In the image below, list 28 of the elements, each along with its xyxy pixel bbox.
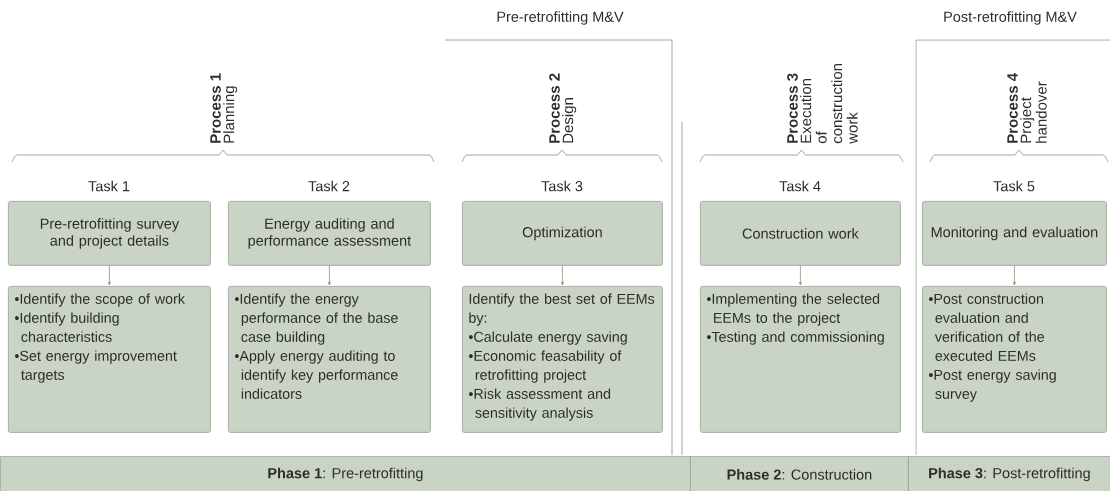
task-box: Construction work (700, 201, 901, 266)
phase-band: Phase 2: Construction (690, 456, 909, 491)
task-box: Pre-retrofitting survey and project details (8, 201, 211, 266)
process-name: Design (562, 98, 577, 143)
bullet-list-box: •Identify the energy performance of the base case building •Apply energy auditing to identify key performance indicators (228, 286, 431, 433)
arrow (798, 265, 802, 286)
arrow (1012, 265, 1016, 286)
bullet-list-box: •Identify the scope of work •Identify building characteristics •Set energy improvement targets (8, 286, 211, 433)
process-name: Project handover (1020, 81, 1047, 143)
process-label: Process 1 (210, 73, 221, 143)
task-box: Monitoring and evaluation (922, 201, 1107, 266)
arrow (327, 265, 331, 286)
bullet-list-box: •Post construction evaluation and verification of the executed EEMs •Post energy saving survey (922, 286, 1107, 433)
process-label: Process 4 (1007, 73, 1018, 143)
task-box: Optimization (462, 201, 663, 266)
process-label: Process 2 (549, 73, 560, 143)
node-label: Phase 3: Post-retrofitting (929, 467, 1090, 482)
process-name: Execution of construction work (800, 63, 858, 144)
section-label: Post-retrofitting M&V (944, 11, 1077, 25)
bullet-list-box: •Implementing the selected EEMs to the project •Testing and commissioning (700, 286, 901, 433)
process-label: Process 3 (787, 73, 798, 143)
section-label: Pre-retrofitting M&V (497, 11, 624, 25)
task-box: Energy auditing and performance assessment (228, 201, 431, 266)
bullet-list-box: Identify the best set of EEMs by: •Calculate energy saving •Economic feasability of retrofitting project •Risk assessment and sensitivity analysis (462, 286, 663, 433)
phase-band: Phase 3: Post-retrofitting (908, 456, 1110, 491)
arrow (107, 265, 111, 286)
process-name: Planning (223, 86, 238, 143)
arrow (560, 265, 564, 286)
